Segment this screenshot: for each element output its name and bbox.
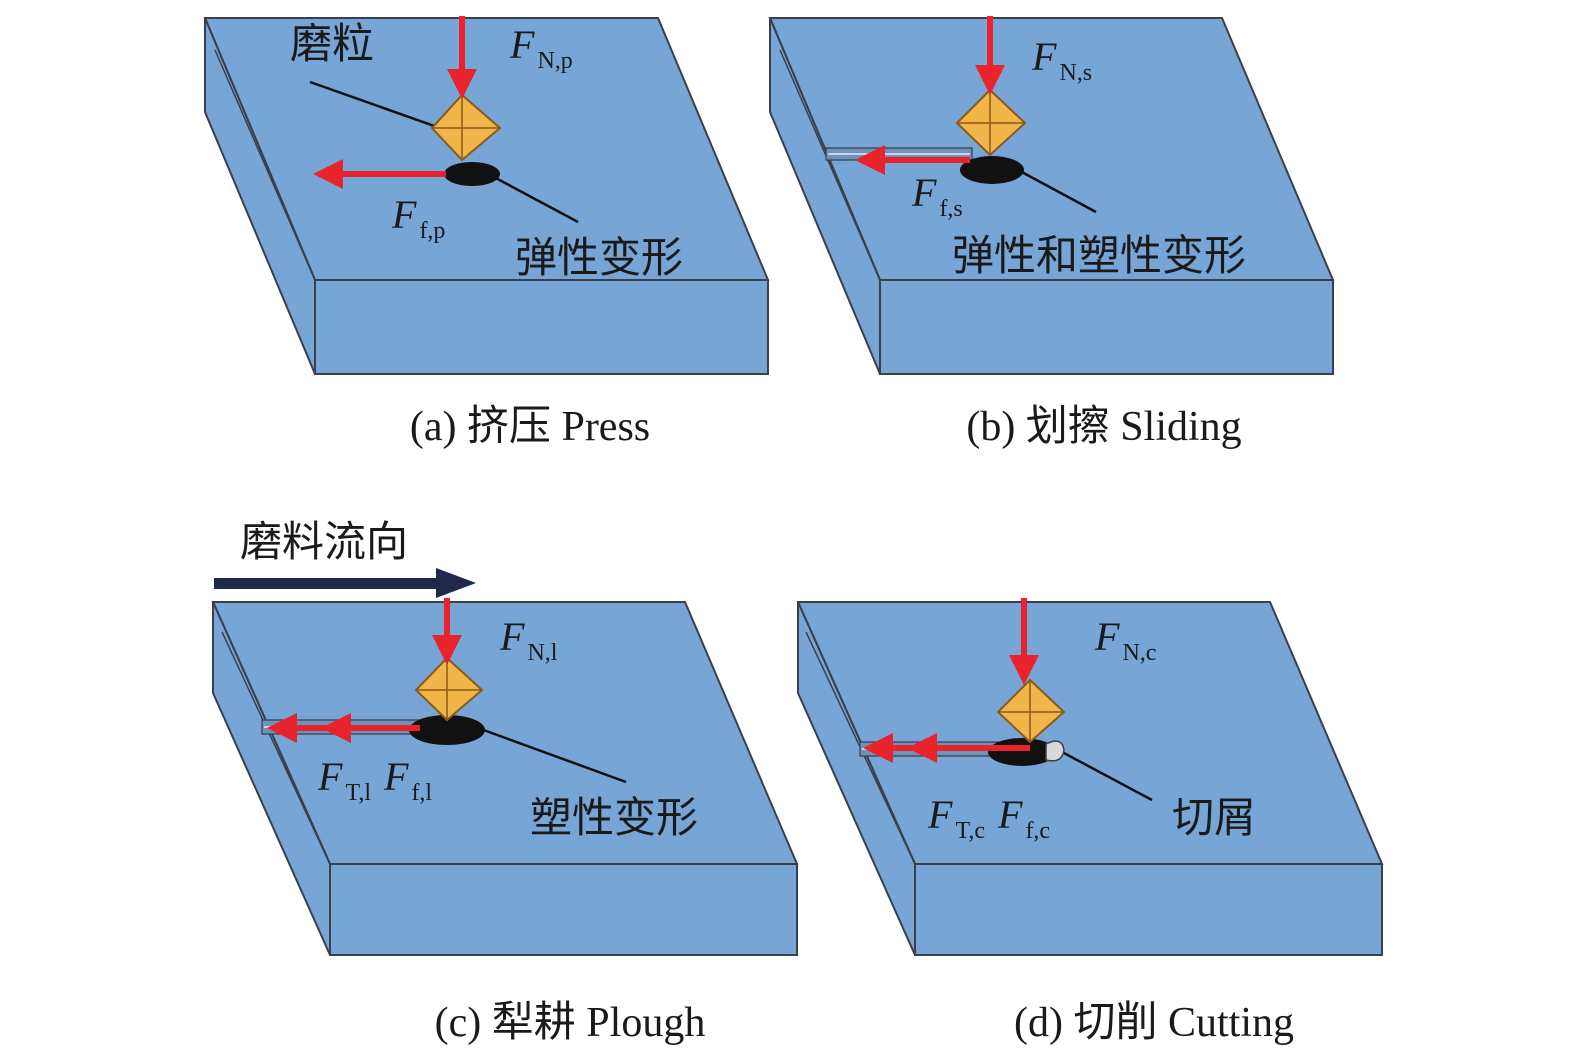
workpiece-front-face <box>314 279 769 375</box>
chip <box>1045 740 1065 762</box>
deformation-label: 弹性变形 <box>515 235 683 282</box>
deformation-leader-line <box>491 174 579 224</box>
workpiece-block-d <box>796 601 1384 956</box>
panel-caption: (c) 犁耕 Plough <box>435 1000 706 1046</box>
chip-leader-line <box>1061 750 1153 802</box>
deformation-label: 塑性变形 <box>530 795 698 842</box>
chip-label: 切屑 <box>1172 796 1256 842</box>
abrasive-grain <box>996 678 1066 744</box>
workpiece-front-face <box>329 863 798 956</box>
workpiece-edge-line <box>214 49 316 281</box>
contact-zone <box>409 715 485 745</box>
abrasive-grain <box>414 656 484 722</box>
workpiece-block-b <box>768 17 1335 375</box>
panel-caption: (d) 切削 Cutting <box>1014 1000 1294 1046</box>
contact-zone <box>444 162 500 186</box>
abrasive-grain <box>955 88 1027 157</box>
deformation-label: 弹性和塑性变形 <box>952 233 1246 280</box>
workpiece-edge-line <box>221 631 331 865</box>
grain-label: 磨粒 <box>290 22 374 68</box>
flow-direction-arrow <box>214 568 476 598</box>
workpiece-front-face <box>914 863 1383 956</box>
workpiece-block-a <box>203 17 770 375</box>
grain-leader-line <box>309 80 441 130</box>
workpiece-edge-line <box>779 49 881 281</box>
deformation-leader-line <box>1017 168 1097 214</box>
deformation-leader-line <box>477 726 627 784</box>
workpiece-block-c <box>211 601 799 956</box>
panel-caption: (a) 挤压 Press <box>410 404 650 450</box>
flow-direction-label: 磨料流向 <box>240 520 408 566</box>
panel-caption: (b) 划擦 Sliding <box>966 404 1241 450</box>
abrasive-grain <box>430 93 502 162</box>
contact-zone <box>960 156 1024 184</box>
workpiece-front-face <box>879 279 1334 375</box>
